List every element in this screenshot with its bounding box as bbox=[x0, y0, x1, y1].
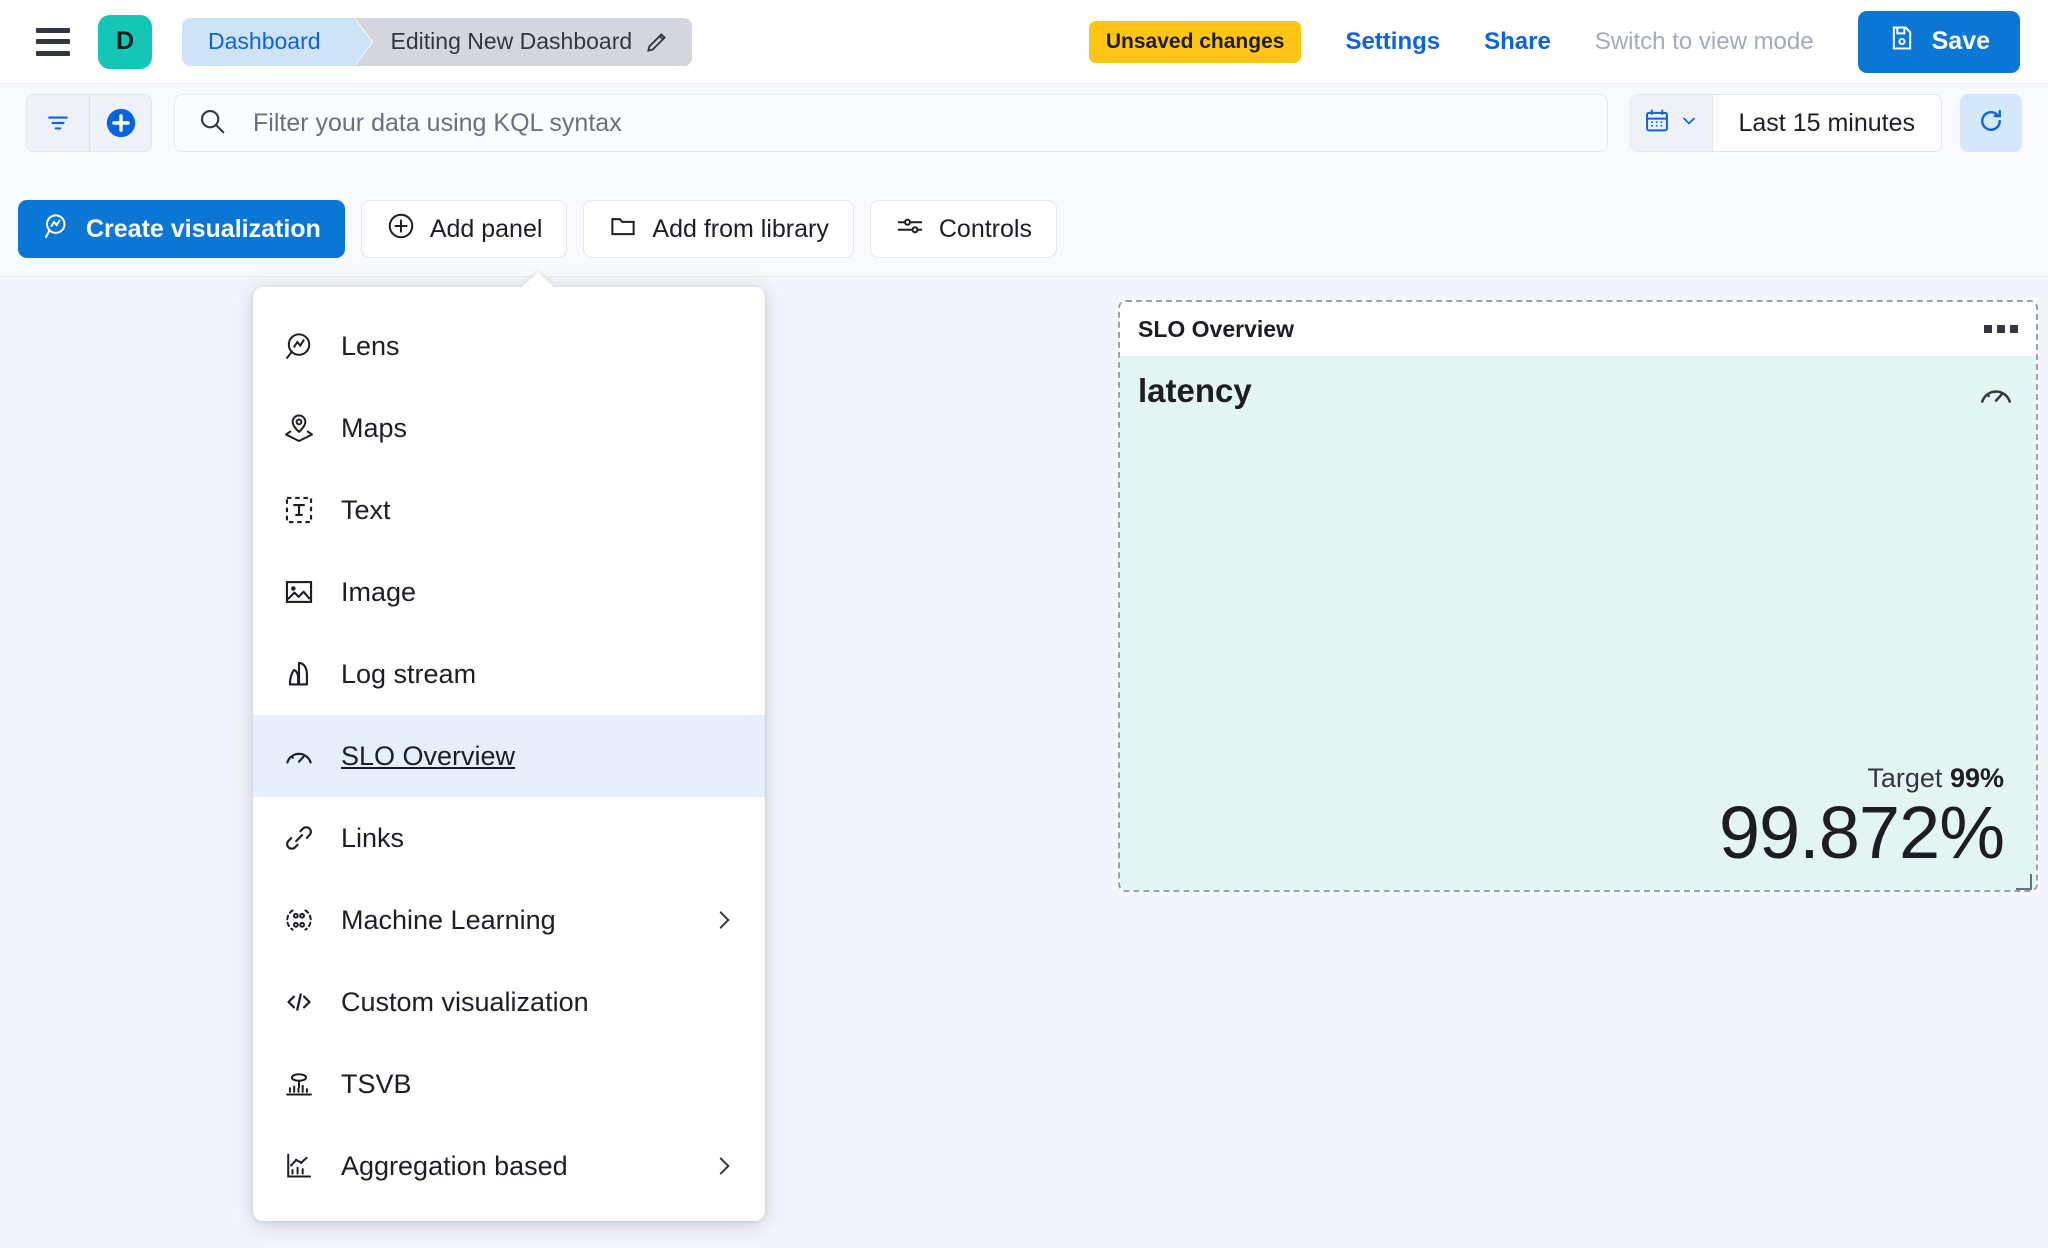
save-disk-icon bbox=[1888, 24, 1916, 59]
breadcrumb-dashboard[interactable]: Dashboard bbox=[182, 17, 372, 66]
save-button-label: Save bbox=[1931, 27, 1990, 55]
calendar-icon bbox=[1643, 107, 1671, 140]
header-actions: Unsaved changes Settings Share Switch to… bbox=[1088, 0, 2048, 84]
controls-label: Controls bbox=[938, 214, 1032, 243]
chevron-right-icon bbox=[711, 907, 737, 933]
menu-item-lens[interactable]: Lens bbox=[253, 305, 765, 387]
menu-item-label: Maps bbox=[341, 412, 408, 443]
space-initial: D bbox=[115, 27, 135, 55]
menu-item-aggregation-based[interactable]: Aggregation based bbox=[253, 1125, 765, 1207]
create-visualization-label: Create visualization bbox=[86, 214, 321, 243]
status-badge[interactable]: Unsaved changes bbox=[1088, 20, 1302, 63]
switch-to-view-mode-button[interactable]: Switch to view mode bbox=[1594, 27, 1814, 55]
menu-item-label: Lens bbox=[341, 330, 400, 361]
log-stream-icon bbox=[281, 656, 317, 692]
lens-icon bbox=[42, 211, 72, 248]
slo-target-value: 99% bbox=[1949, 763, 2004, 794]
add-panel-menu: Lens Maps Text bbox=[253, 272, 765, 1221]
menu-item-text[interactable]: Text bbox=[253, 469, 765, 551]
menu-item-label: Text bbox=[341, 494, 391, 525]
date-range-display[interactable]: Last 15 minutes bbox=[1712, 95, 1941, 151]
code-icon bbox=[281, 984, 317, 1020]
filter-icon[interactable] bbox=[27, 95, 89, 151]
date-picker-group: Last 15 minutes bbox=[1629, 94, 1942, 152]
maps-pin-icon bbox=[281, 410, 317, 446]
resize-handle-icon[interactable] bbox=[2016, 874, 2032, 890]
save-button[interactable]: Save bbox=[1857, 10, 2020, 73]
add-panel-label: Add panel bbox=[429, 214, 543, 243]
menu-item-custom-visualization[interactable]: Custom visualization bbox=[253, 961, 765, 1043]
pencil-icon[interactable] bbox=[644, 29, 670, 55]
add-filter-button[interactable] bbox=[89, 95, 151, 151]
chevron-right-icon bbox=[711, 1153, 737, 1179]
folder-icon bbox=[608, 211, 638, 248]
lens-icon bbox=[281, 328, 317, 364]
search-input-placeholder: Filter your data using KQL syntax bbox=[253, 108, 622, 137]
slo-current-value: 99.872% bbox=[1718, 791, 2005, 875]
menu-item-label: TSVB bbox=[341, 1068, 412, 1099]
settings-button[interactable]: Settings bbox=[1345, 27, 1441, 55]
breadcrumb: Dashboard Editing New Dashboard bbox=[182, 17, 693, 66]
image-icon bbox=[281, 574, 317, 610]
share-button[interactable]: Share bbox=[1484, 27, 1551, 55]
slo-name: latency bbox=[1138, 372, 1252, 409]
menu-item-log-stream[interactable]: Log stream bbox=[253, 633, 765, 715]
machine-learning-icon bbox=[281, 902, 317, 938]
menu-item-links[interactable]: Links bbox=[253, 797, 765, 879]
controls-sliders-icon bbox=[895, 211, 925, 248]
query-bar: Filter your data using KQL syntax bbox=[0, 84, 2048, 162]
refresh-icon bbox=[1976, 106, 2006, 141]
menu-item-label: Image bbox=[341, 576, 417, 607]
menu-item-tsvb[interactable]: TSVB bbox=[253, 1043, 765, 1125]
breadcrumb-current-label: Editing New Dashboard bbox=[390, 28, 633, 54]
search-icon bbox=[197, 106, 227, 141]
aggregation-chart-icon bbox=[281, 1148, 317, 1184]
add-from-library-label: Add from library bbox=[652, 214, 829, 243]
space-avatar[interactable]: D bbox=[98, 14, 152, 69]
menu-item-machine-learning[interactable]: Machine Learning bbox=[253, 879, 765, 961]
slo-target-row: Target 99% bbox=[1138, 763, 2004, 794]
hamburger-icon[interactable] bbox=[36, 27, 70, 56]
link-icon bbox=[281, 820, 317, 856]
menu-item-label: Machine Learning bbox=[341, 904, 556, 935]
text-box-icon bbox=[281, 492, 317, 528]
date-quick-select-button[interactable] bbox=[1630, 95, 1713, 151]
menu-item-maps[interactable]: Maps bbox=[253, 387, 765, 469]
menu-arrow bbox=[521, 272, 555, 288]
slo-overview-panel[interactable]: SLO Overview latency Target 99% bbox=[1118, 300, 2038, 892]
slo-target-label: Target bbox=[1867, 763, 1943, 794]
menu-item-label: Custom visualization bbox=[341, 986, 589, 1017]
search-input[interactable]: Filter your data using KQL syntax bbox=[174, 94, 1608, 152]
gauge-icon bbox=[281, 738, 317, 774]
menu-item-label: Aggregation based bbox=[341, 1150, 568, 1181]
menu-item-slo-overview[interactable]: SLO Overview bbox=[253, 715, 765, 797]
add-from-library-button[interactable]: Add from library bbox=[583, 200, 854, 258]
controls-button[interactable]: Controls bbox=[869, 200, 1057, 258]
slo-panel-body: latency Target 99% 99.872% bbox=[1120, 356, 2036, 890]
breadcrumb-dashboard-label: Dashboard bbox=[208, 28, 321, 54]
ellipsis-icon[interactable] bbox=[1984, 325, 2018, 333]
create-visualization-button[interactable]: Create visualization bbox=[18, 200, 345, 258]
tsvb-chart-icon bbox=[281, 1066, 317, 1102]
panel-header: SLO Overview bbox=[1120, 302, 2036, 356]
panel-title: SLO Overview bbox=[1138, 315, 1294, 342]
menu-item-label: Log stream bbox=[341, 658, 477, 689]
breadcrumb-current[interactable]: Editing New Dashboard bbox=[354, 17, 693, 66]
filter-controls-group bbox=[26, 94, 152, 152]
slo-metrics: Target 99% 99.872% bbox=[1138, 763, 2010, 872]
menu-item-label: Links bbox=[341, 822, 405, 853]
plus-circle-icon bbox=[386, 211, 416, 248]
gauge-icon bbox=[1976, 374, 2016, 419]
top-header: D Dashboard Editing New Dashboard Unsave… bbox=[0, 0, 2048, 84]
dashboard-toolbar: Create visualization Add panel Add from … bbox=[18, 200, 1057, 258]
refresh-button[interactable] bbox=[1960, 94, 2022, 152]
menu-item-image[interactable]: Image bbox=[253, 551, 765, 633]
menu-item-label: SLO Overview bbox=[341, 740, 516, 771]
add-panel-button[interactable]: Add panel bbox=[360, 200, 568, 258]
chevron-down-icon bbox=[1679, 111, 1699, 136]
